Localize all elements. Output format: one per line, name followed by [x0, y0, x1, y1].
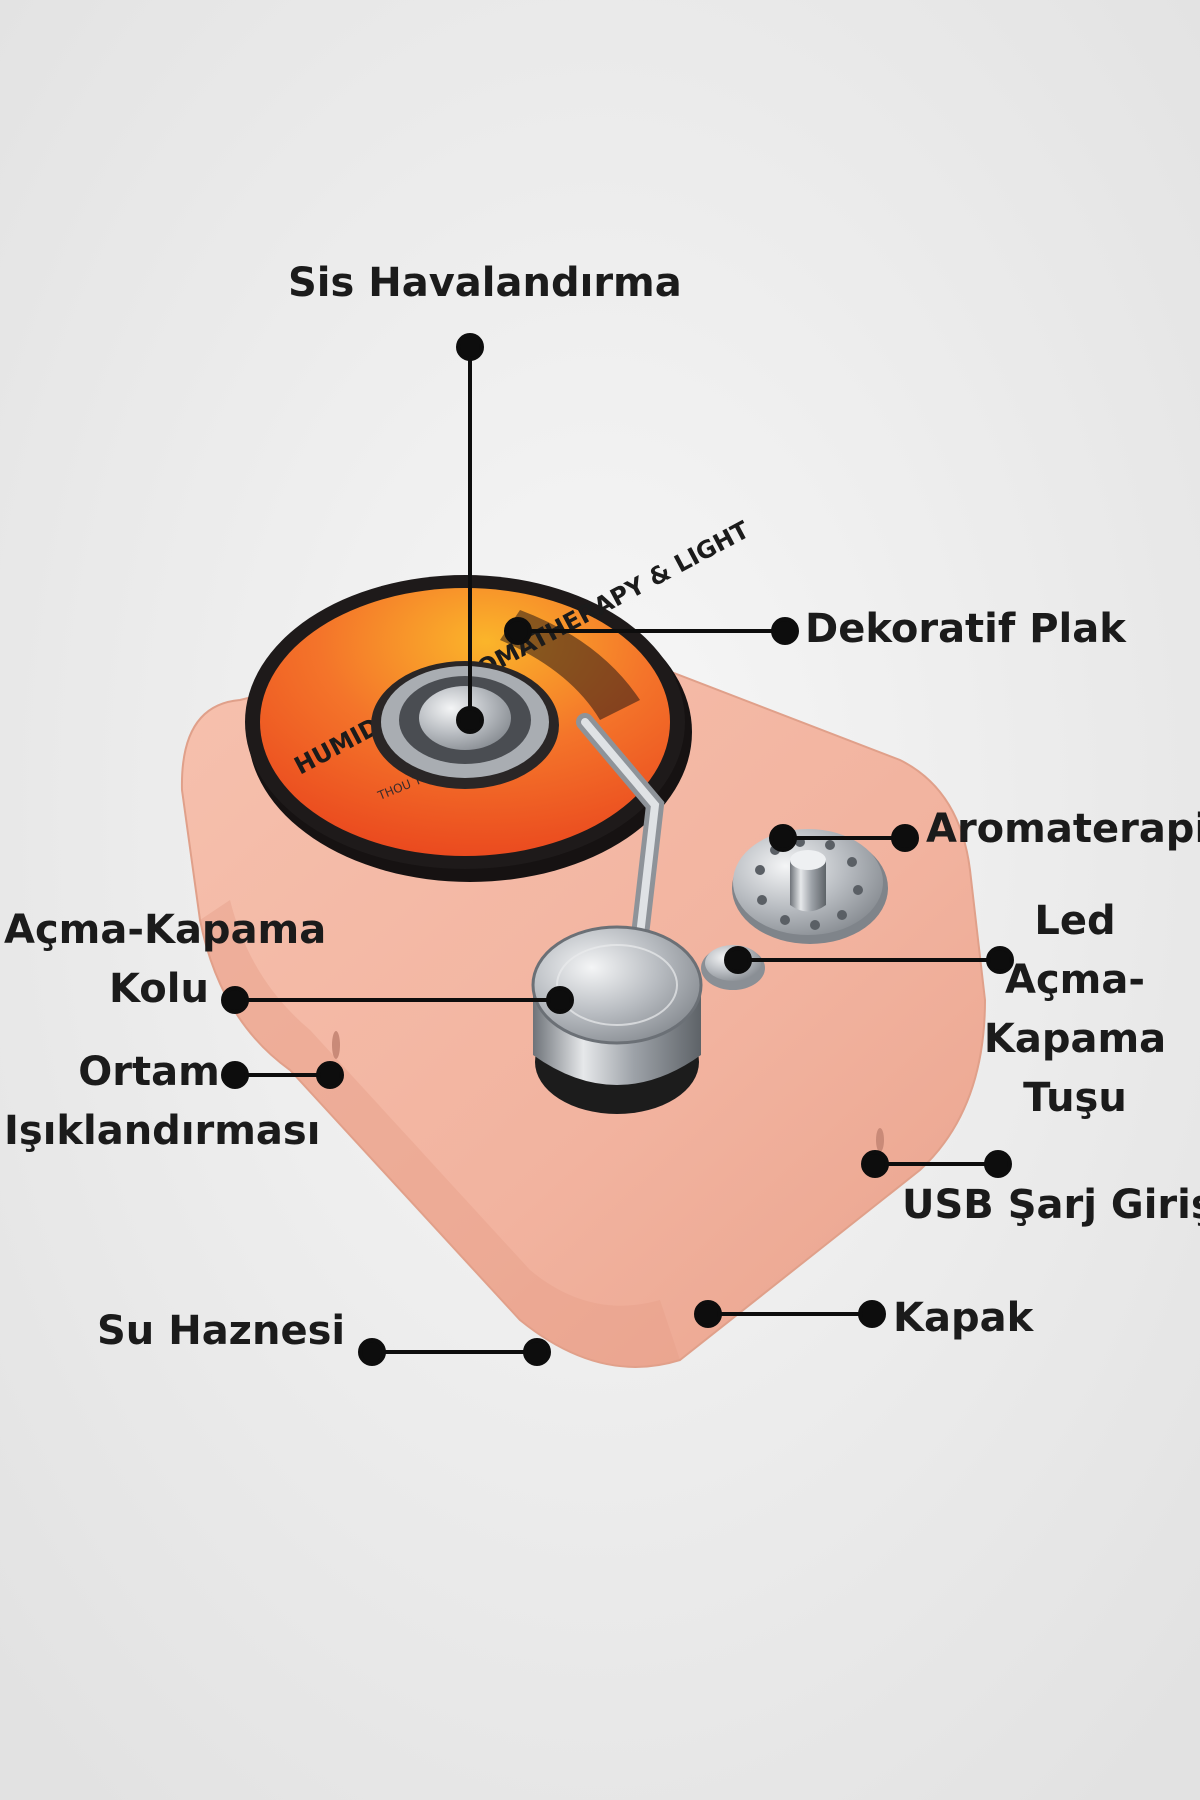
label-led-line3: Kapama [983, 1016, 1167, 1062]
label-led-acma-kapama-tusu: Led Açma- Kapama Tuşu [965, 892, 1185, 1128]
power-knob [531, 925, 703, 1114]
label-acma-kapama-kolu: Açma-Kapama Kolu [4, 901, 327, 1019]
leader-kapak [694, 1300, 886, 1328]
aromatherapy-grill [732, 829, 888, 944]
label-aromaterapi: Aromaterapi [926, 806, 1200, 852]
label-ortam-isiklandirmasi: Ortam Işıklandırması [4, 1043, 321, 1161]
label-su-haznesi: Su Haznesi [97, 1308, 346, 1354]
leader-plak [504, 617, 799, 645]
label-usb-sarj-girisi: USB Şarj Girişi [902, 1182, 1200, 1228]
usb-port [876, 1128, 884, 1152]
leader-aroma [769, 824, 919, 852]
tonearm [576, 713, 665, 944]
leader-usb [861, 1150, 1012, 1178]
leader-led [724, 946, 1014, 974]
label-dekoratif-plak: Dekoratif Plak [805, 606, 1126, 652]
leader-su [358, 1338, 551, 1366]
label-kapak: Kapak [893, 1295, 1034, 1341]
label-acma-line1: Açma-Kapama [4, 907, 327, 953]
leader-ortam [221, 1061, 344, 1089]
leader-sis [456, 333, 484, 734]
device-side-shade [200, 900, 680, 1367]
label-acma-line2: Kolu [109, 966, 209, 1012]
label-led-line1: Led [1034, 898, 1116, 944]
label-ortam-line2: Işıklandırması [4, 1108, 321, 1154]
label-ortam-line1: Ortam [78, 1049, 220, 1095]
label-led-line2: Açma- [1005, 957, 1145, 1003]
label-sis-havalandirma: Sis Havalandırma [288, 260, 682, 306]
ambient-light-slot [332, 1031, 340, 1059]
label-led-line4: Tuşu [1023, 1075, 1127, 1121]
leader-acma [221, 986, 574, 1014]
